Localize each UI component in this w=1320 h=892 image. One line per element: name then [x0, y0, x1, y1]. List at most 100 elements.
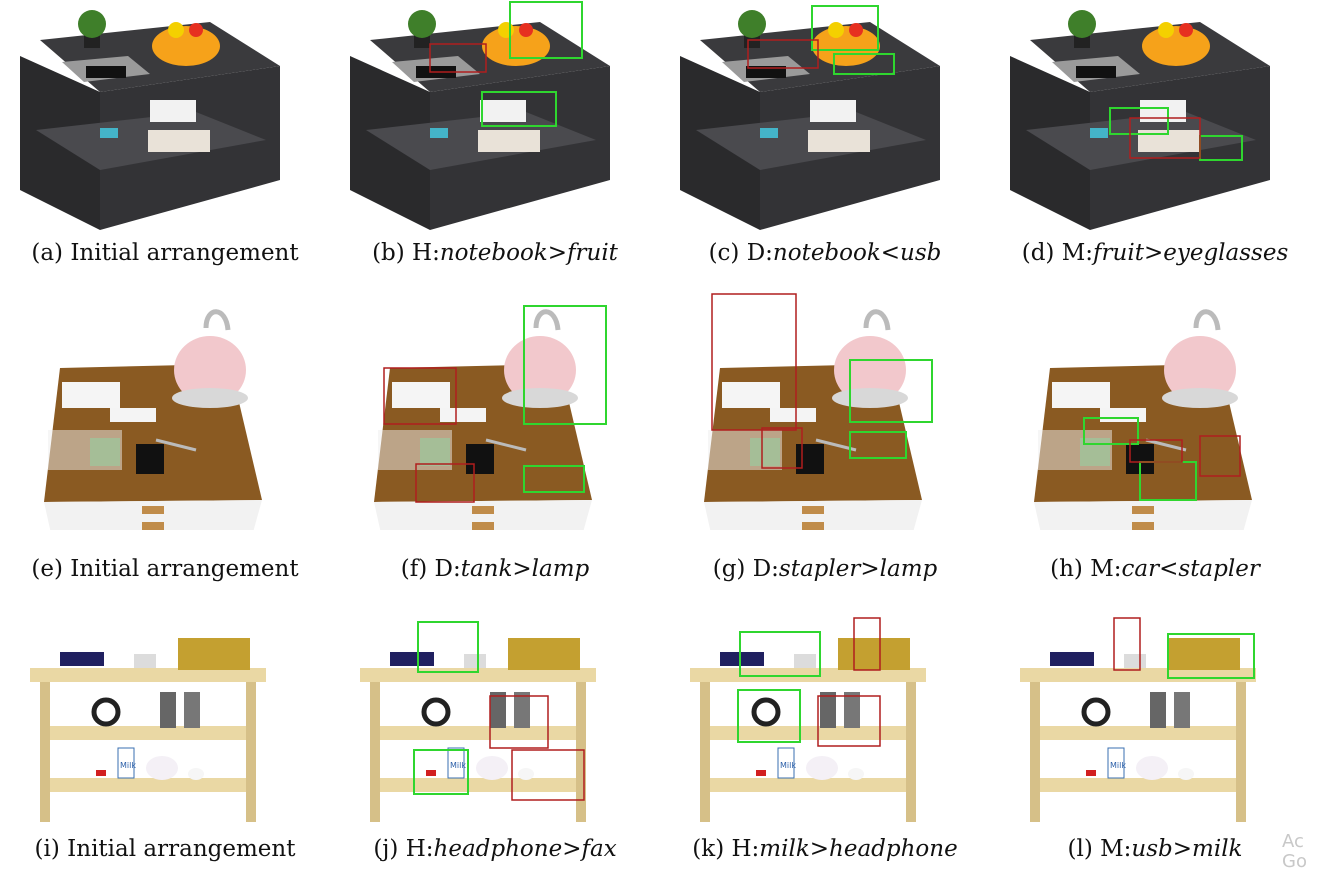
milk-carton — [447, 747, 465, 779]
fruit — [189, 23, 203, 37]
eyeglasses — [746, 66, 786, 78]
caption-relation: tank>lamp — [460, 556, 590, 582]
shelf-bottom — [378, 778, 578, 792]
move-box — [1199, 435, 1241, 477]
move-box — [383, 367, 457, 425]
usb-drive — [426, 770, 436, 776]
calendar — [1038, 430, 1112, 470]
eyeglasses — [86, 66, 126, 78]
desk-scene — [330, 290, 660, 530]
usb-drive — [1090, 128, 1108, 138]
panel-d: (d) M:fruit>eyeglasses — [990, 0, 1320, 292]
plant-leaves — [738, 10, 766, 38]
caption-label: (e) — [31, 556, 63, 582]
move-box — [489, 695, 549, 749]
camera — [794, 654, 816, 668]
panel-g: (g) D:stapler>lamp — [660, 290, 990, 582]
coffee-table-scene — [330, 0, 660, 240]
caption-d: (d) M:fruit>eyeglasses — [990, 240, 1320, 266]
stapler — [796, 444, 824, 474]
teapot — [146, 756, 178, 780]
move-box — [1129, 117, 1201, 159]
select-box — [509, 1, 583, 59]
headphones — [421, 697, 451, 727]
caption-relation: car<stapler — [1121, 556, 1260, 582]
panel-c: (c) D:notebook<usb — [660, 0, 990, 292]
usb-drive — [430, 128, 448, 138]
usb-drive — [1086, 770, 1096, 776]
drawer-handle — [142, 522, 164, 530]
caption-prefix: M: — [1090, 556, 1122, 582]
lamp-arm — [1193, 309, 1221, 331]
select-box — [523, 465, 585, 493]
book — [148, 130, 210, 152]
caption-label: (h) — [1050, 556, 1083, 582]
calendar — [708, 430, 782, 470]
shelf-scene: Milk — [660, 600, 990, 840]
shelf-scene: Milk — [990, 600, 1320, 840]
move-box — [853, 617, 881, 671]
caption-label: (k) — [692, 836, 725, 862]
book — [478, 130, 540, 152]
caption-c: (c) D:notebook<usb — [660, 240, 990, 266]
shelf-leg — [1236, 682, 1246, 822]
teapot — [1136, 756, 1168, 780]
shelf-leg — [576, 682, 586, 822]
teapot — [806, 756, 838, 780]
caption-prefix: H: — [405, 836, 434, 862]
panel-h: (h) M:car<stapler — [990, 290, 1320, 582]
select-box — [737, 689, 801, 743]
speaker — [490, 692, 506, 728]
toy-car — [440, 408, 486, 422]
fax-machine — [838, 638, 910, 670]
caption-relation: usb>milk — [1131, 836, 1243, 862]
notebook — [810, 100, 856, 122]
select-box — [811, 5, 879, 51]
caption-label: (i) — [34, 836, 60, 862]
caption-prefix: H: — [412, 240, 440, 266]
calendar — [62, 382, 120, 408]
shelf-scene: Milk — [330, 600, 660, 840]
shelf-bottom — [1038, 778, 1238, 792]
lamp-base — [172, 388, 248, 408]
shelf-bottom — [48, 778, 248, 792]
fruit-bowl — [152, 26, 220, 66]
shelf-middle — [48, 726, 248, 740]
lamp-arm — [203, 309, 231, 331]
caption-k: (k) H:milk>headphone — [660, 836, 990, 862]
milk-label: Milk — [1110, 761, 1126, 770]
milk-carton — [1107, 747, 1125, 779]
speaker — [514, 692, 530, 728]
camera — [134, 654, 156, 668]
fruit-bowl — [482, 26, 550, 66]
select-box — [413, 749, 469, 795]
fruit-bowl — [1142, 26, 1210, 66]
plant-leaves — [78, 10, 106, 38]
caption-e: (e) Initial arrangement — [0, 556, 330, 582]
caption-relation: fruit>eyeglasses — [1093, 240, 1289, 266]
shelf-middle — [378, 726, 578, 740]
caption-a: (a) Initial arrangement — [0, 240, 330, 266]
select-box — [1109, 107, 1169, 135]
scissors — [485, 438, 527, 452]
panel-f: (f) D:tank>lamp — [330, 290, 660, 582]
caption-prefix: M: — [1100, 836, 1132, 862]
plant-leaves — [1068, 10, 1096, 38]
camera — [464, 654, 486, 668]
shelf-scene: Milk — [0, 600, 330, 840]
caption-f: (f) D:tank>lamp — [330, 556, 660, 582]
caption-label: (j) — [373, 836, 399, 862]
desk-front — [374, 500, 592, 530]
usb-drive — [760, 128, 778, 138]
calendar — [1052, 382, 1110, 408]
drawer-handle — [802, 506, 824, 514]
fruit — [849, 23, 863, 37]
caption-label: (a) — [31, 240, 64, 266]
panel-b: (b) H:notebook>fruit — [330, 0, 660, 292]
shelf-leg — [40, 682, 50, 822]
headphones — [1081, 697, 1111, 727]
caption-l: (l) M:usb>milk — [990, 836, 1320, 862]
speaker — [184, 692, 200, 728]
caption-prefix: H: — [731, 836, 760, 862]
milk-carton — [117, 747, 135, 779]
